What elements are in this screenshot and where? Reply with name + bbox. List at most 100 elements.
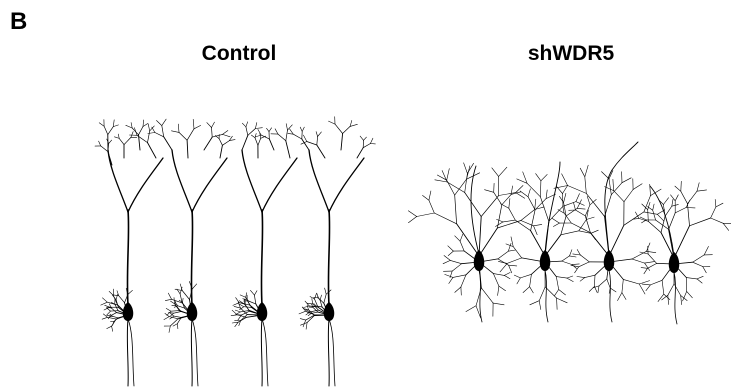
control-neuron-basal-dendrite	[112, 326, 113, 331]
shwdr5-neuron-dendrite	[602, 172, 610, 179]
control-neuron-apical-tuft	[329, 158, 364, 212]
control-neuron-basal-dendrite	[234, 306, 240, 308]
shwdr5-neuron-dendrite	[496, 222, 504, 227]
control-neuron-tuft-branch	[204, 137, 212, 150]
control-neuron-tuft-branch	[222, 141, 229, 146]
control-neuron-tuft-branch	[350, 120, 352, 126]
shwdr5-neuron-dendrite	[546, 190, 547, 199]
control-neuron-basal-dendrite	[109, 291, 113, 295]
control-neuron-apical-tuft	[108, 150, 128, 212]
shwdr5-neuron-dendrite	[540, 181, 541, 197]
shwdr5-neuron-dendrite	[492, 168, 499, 177]
control-neuron-tuft-branch	[363, 144, 370, 148]
shwdr5-neuron-dendrite	[562, 261, 572, 265]
shwdr5-neuron-dendrite	[528, 197, 535, 210]
control-neuron-axon	[191, 319, 192, 386]
shwdr5-neuron-dendrite	[576, 194, 580, 202]
shwdr5-neuron-dendrite	[686, 278, 697, 279]
shwdr5-neuron-dendrite	[408, 217, 416, 223]
shwdr5-neuron-dendrite	[704, 246, 708, 255]
shwdr5-neuron-dendrite	[622, 293, 626, 300]
control-neuron-basal-dendrite	[236, 298, 240, 303]
control-neuron-basal-dendrite	[116, 294, 118, 300]
shwdr5-neuron-dendrite	[506, 244, 513, 247]
shwdr5-neuron-dendrite	[509, 199, 510, 209]
control-neuron-tuft-branch	[187, 140, 188, 158]
control-neuron-apical-tuft	[172, 150, 192, 212]
control-neuron-tuft-branch	[118, 134, 119, 138]
control-neuron-tuft-branch	[286, 141, 290, 158]
shwdr5-neuron-dendrite	[514, 275, 520, 278]
control-neuron-tuft-branch	[242, 123, 246, 127]
shwdr5-neuron-dendrite	[639, 281, 649, 284]
control-neuron-basal-dendrite	[306, 323, 307, 330]
control-neuron-tuft-branch	[316, 132, 318, 137]
control-neuron-tuft-branch	[335, 124, 343, 133]
control-neuron-tuft-branch	[302, 127, 304, 131]
control-neuron-basal-dendrite	[105, 305, 110, 307]
shwdr5-neuron-dendrite	[527, 183, 540, 197]
shwdr5-neuron-dendrite	[471, 166, 479, 254]
shwdr5-neuron-dendrite	[690, 218, 711, 226]
shwdr5-neuron-dendrite	[567, 276, 573, 278]
shwdr5-neuron-dendrite	[648, 263, 657, 268]
control-neuron-basal-dendrite	[246, 293, 247, 298]
shwdr5-neuron-dendrite	[465, 193, 482, 217]
control-neuron-tuft-branch	[179, 132, 187, 140]
shwdr5-neuron-dendrite	[668, 284, 674, 295]
control-neuron-tuft-branch	[246, 122, 248, 127]
control-neuron-soma	[123, 302, 134, 321]
control-neuron-tuft-branch	[119, 138, 124, 144]
control-neuron-tuft-branch	[261, 135, 269, 139]
control-neuron-basal-dendrite	[102, 298, 107, 302]
control-neuron-axon	[127, 319, 128, 386]
control-neuron-tuft-branch	[360, 136, 363, 140]
shwdr5-neuron-dendrite	[594, 286, 597, 292]
control-neuron-basal-dendrite	[183, 298, 184, 302]
control-neuron-tuft-branch	[302, 139, 309, 150]
control-neuron-basal-dendrite	[250, 290, 254, 295]
shwdr5-neuron-dendrite	[610, 288, 616, 292]
control-neuron-tuft-branch	[148, 133, 155, 134]
control-neuron-basal-dendrite	[119, 296, 125, 303]
shwdr5-neuron-dendrite	[703, 267, 707, 273]
shwdr5-neuron-dendrite	[693, 262, 703, 266]
shwdr5-neuron-dendrite	[711, 207, 716, 218]
shwdr5-neuron-dendrite	[447, 169, 450, 181]
shwdr5-neuron-dendrite	[444, 256, 450, 261]
control-neuron-apical-tuft	[262, 158, 297, 212]
control-neuron-basal-dendrite	[174, 312, 181, 314]
shwdr5-neuron-dendrite	[675, 208, 686, 213]
control-neuron-apical-tuft	[242, 150, 262, 212]
shwdr5-neuron-dendrite	[562, 256, 570, 261]
shwdr5-neuron-dendrite	[580, 168, 585, 177]
control-neuron-tuft-branch	[148, 124, 150, 131]
shwdr5-neuron-dendrite	[585, 177, 587, 194]
shwdr5-neuron-dendrite	[609, 179, 611, 195]
shwdr5-neuron-dendrite	[598, 286, 599, 293]
shwdr5-neuron-dendrite	[607, 279, 610, 288]
control-neuron-basal-dendrite	[170, 319, 178, 326]
control-neuron-basal-dendrite	[107, 315, 111, 316]
shwdr5-neuron-dendrite	[641, 268, 647, 269]
control-neuron-tuft-branch	[104, 126, 108, 134]
control-neuron-tuft-branch	[364, 137, 367, 140]
control-neuron-tuft-branch	[220, 145, 222, 158]
shwdr5-neuron-dendrite	[498, 259, 509, 265]
control-neuron-basal-dendrite	[165, 299, 171, 300]
control-neuron-tuft-branch	[303, 135, 306, 141]
shwdr5-neuron-dendrite	[572, 265, 577, 269]
shwdr5-neuron-dendrite	[579, 262, 590, 267]
control-neuron-apical-dendrite	[127, 210, 128, 305]
control-neuron-tuft-branch	[194, 125, 201, 128]
shwdr5-neuron-dendrite	[461, 275, 466, 287]
shwdr5-neuron-dendrite	[493, 274, 499, 287]
shwdr5-neuron-dendrite	[697, 279, 702, 283]
shwdr5-neuron-dendrite	[609, 225, 624, 256]
control-neuron-basal-dendrite	[101, 302, 108, 305]
shwdr5-neuron-dendrite	[697, 276, 703, 279]
control-neuron-tuft-branch	[242, 135, 248, 150]
shwdr5-neuron-dendrite	[688, 204, 690, 226]
shwdr5-neuron-dendrite	[450, 260, 461, 263]
